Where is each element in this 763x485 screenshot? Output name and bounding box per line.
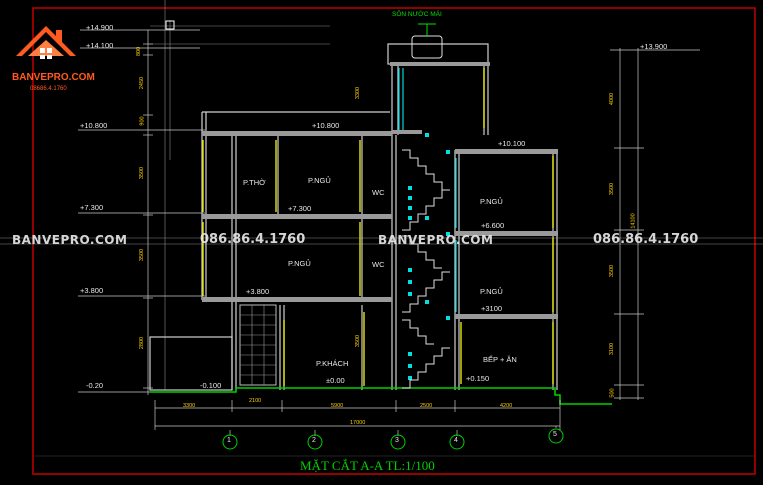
dimension-label: 3100 — [609, 342, 616, 356]
level-label: +14.900 — [86, 23, 114, 32]
dimension-label: 3500 — [609, 264, 616, 278]
axis-label: 1 — [227, 437, 231, 444]
dimension-label: 800 — [136, 46, 142, 56]
dimension-label: 3500 — [355, 334, 362, 348]
room-label-p-ngu: P.NGỦ — [480, 197, 503, 206]
brand-name: BANVEPRO.COM — [12, 72, 95, 83]
axis-label: 4 — [454, 437, 458, 444]
level-label: -0.20 — [86, 381, 104, 390]
level-label: +7.300 — [80, 203, 104, 212]
dimension-label: 2450 — [139, 76, 146, 90]
cyan-glazing — [398, 68, 457, 312]
level-label: +3100 — [481, 304, 503, 313]
yellow-partitions — [202, 68, 554, 386]
stair-markers — [408, 133, 450, 380]
dimension-label: 500 — [609, 388, 616, 398]
level-label: +0.150 — [466, 374, 490, 383]
watermark-left-phone: 086.86.4.1760 — [200, 232, 306, 247]
level-label: ±0.00 — [326, 376, 345, 385]
level-label: +3.800 — [80, 286, 104, 295]
floor-slabs — [202, 62, 558, 319]
dimension-label: 5900 — [331, 403, 344, 409]
brand-phone: 08686.4.1760 — [30, 86, 67, 92]
dimension-label: 4000 — [609, 92, 616, 106]
dimension-label: 900 — [139, 116, 146, 126]
level-label: +13.900 — [640, 42, 668, 51]
level-label: +7.300 — [288, 204, 312, 213]
room-label-wc: WC — [372, 188, 385, 197]
level-label: +14.100 — [86, 41, 114, 50]
watermark-left-site: BANVEPRO.COM — [12, 233, 128, 247]
room-label-p-tho: P.THỜ — [243, 178, 266, 187]
axis-label: 3 — [395, 437, 399, 444]
watermark-right-site: BANVEPRO.COM — [378, 233, 494, 247]
axis-label: 5 — [553, 431, 557, 438]
room-label-wc: WC — [372, 260, 385, 269]
stairs — [402, 149, 450, 389]
left-level-lines — [78, 29, 205, 393]
level-label: +10.800 — [80, 121, 108, 130]
guide-lines — [0, 0, 763, 390]
room-label-p-ngu: P.NGỦ — [308, 176, 331, 185]
level-label: +10.800 — [312, 121, 340, 130]
roof-water-tank — [411, 23, 443, 59]
cad-cursor-box[interactable] — [165, 20, 175, 30]
room-label-p-khach: P.KHÁCH — [316, 359, 349, 368]
dimension-label: 2100 — [249, 398, 262, 404]
dimension-label: 3500 — [139, 166, 146, 180]
dimension-label: 3300 — [355, 86, 362, 100]
drawing-title: MẶT CẮT A-A TL:1/100 — [300, 458, 435, 473]
bottom-dimension-lines — [154, 400, 561, 436]
watermark-right-phone: 086.86.4.1760 — [593, 232, 699, 247]
level-label: +10.100 — [498, 139, 526, 148]
dimension-label: 2500 — [420, 403, 433, 409]
dimension-label: 3300 — [183, 403, 196, 409]
brand-logo — [16, 26, 76, 59]
dimension-total-label: 17000 — [350, 420, 366, 426]
level-label: +6.600 — [481, 221, 505, 230]
house-roof-logo-icon — [16, 26, 76, 56]
room-label-bep-an: BẾP + ĂN — [483, 355, 517, 364]
dimension-label: 4200 — [500, 403, 513, 409]
right-dimension-chain — [610, 48, 700, 400]
dimension-label: 3500 — [609, 182, 616, 196]
left-dimension-chain — [143, 30, 153, 395]
room-label-p-ngu: P.NGỦ — [288, 259, 311, 268]
sheet-border — [32, 7, 756, 475]
roof-label: SÔN NƯỚC MÁI — [392, 11, 442, 18]
room-label-p-ngu: P.NGỦ — [480, 287, 503, 296]
level-label: +3.800 — [246, 287, 270, 296]
dimension-label: 2800 — [139, 336, 146, 350]
dimension-label: 14100 — [630, 213, 637, 229]
hatched-column — [239, 304, 277, 386]
axis-label: 2 — [312, 437, 316, 444]
dimension-label: 3500 — [139, 248, 146, 262]
axis-bubbles — [222, 428, 564, 450]
level-label: -0.100 — [200, 381, 222, 390]
